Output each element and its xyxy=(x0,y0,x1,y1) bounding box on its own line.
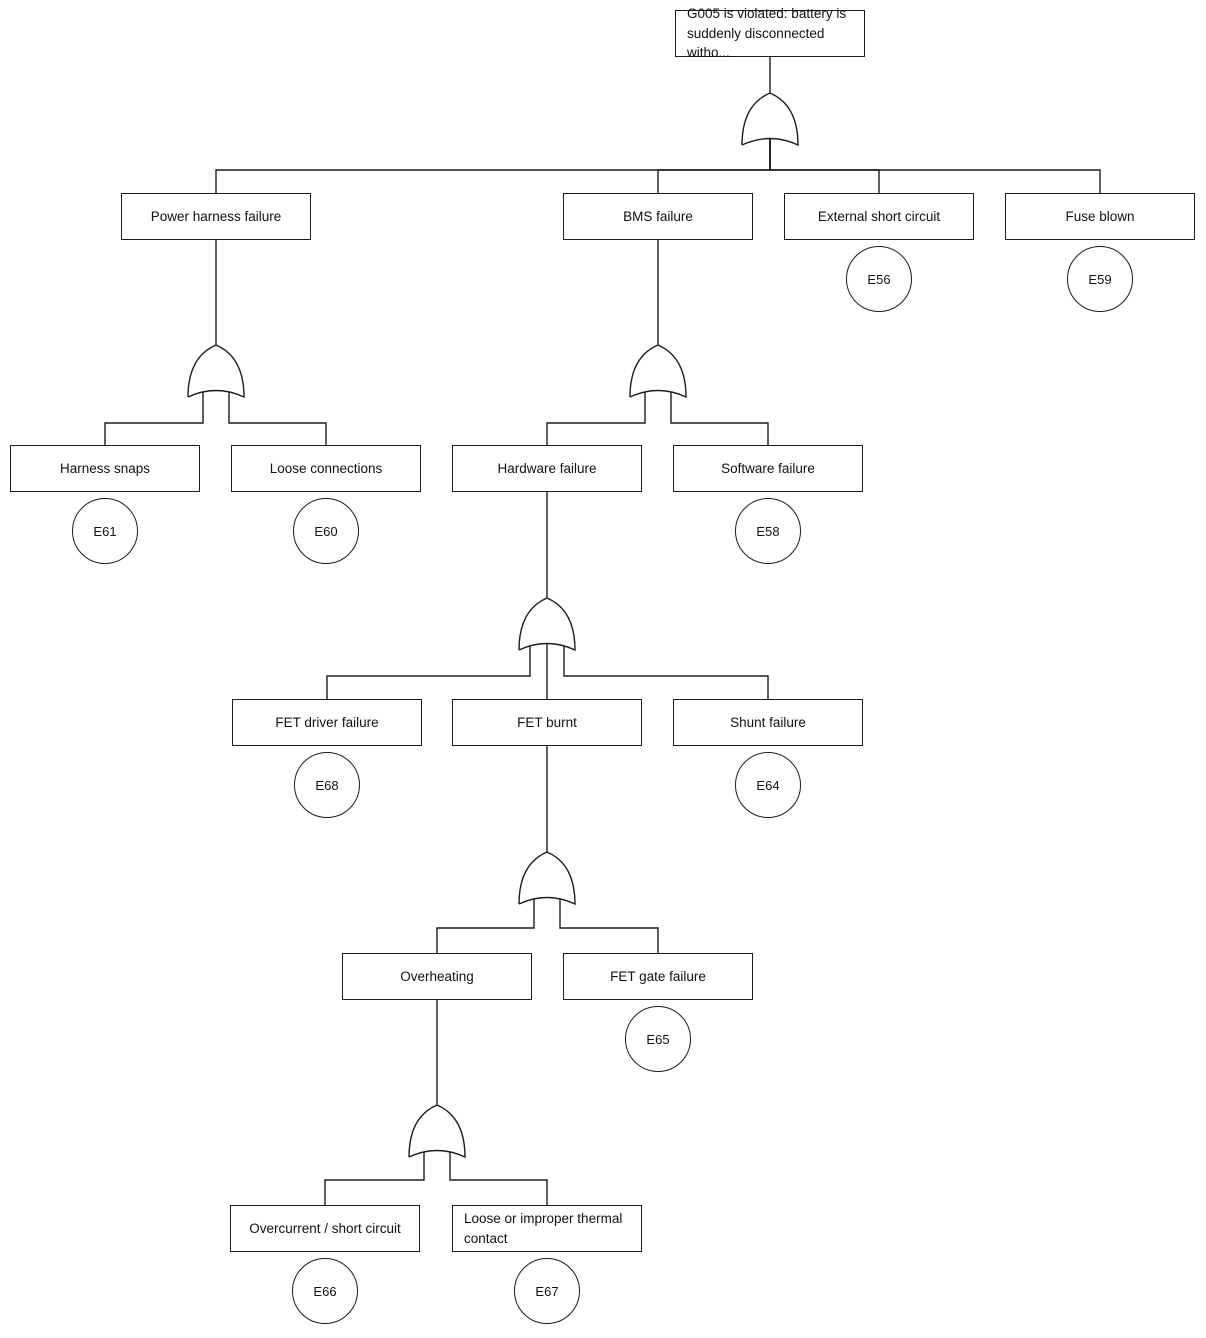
node-label: Power harness failure xyxy=(150,208,282,224)
node-label: Fuse blown xyxy=(1065,208,1135,224)
event-circle-E67: E67 xyxy=(514,1258,580,1324)
node-label: FET gate failure xyxy=(610,968,706,984)
event-circle-E64: E64 xyxy=(735,752,801,818)
event-circle-E60: E60 xyxy=(293,498,359,564)
node-label: BMS failure xyxy=(623,208,693,224)
node-ext-short: External short circuit xyxy=(784,193,974,240)
event-label: E58 xyxy=(756,523,780,539)
node-thermal: Loose or improper thermal contact xyxy=(452,1205,642,1252)
node-loose-conn: Loose connections xyxy=(231,445,421,492)
or-gate-bms xyxy=(629,344,687,399)
node-fuse: Fuse blown xyxy=(1005,193,1195,240)
event-label: E64 xyxy=(756,777,780,793)
connector-gate-to-child xyxy=(215,137,771,193)
event-label: E61 xyxy=(93,523,117,539)
event-circle-E56: E56 xyxy=(846,246,912,312)
node-label: G005 is violated: battery is suddenly di… xyxy=(687,6,847,61)
event-circle-E66: E66 xyxy=(292,1258,358,1324)
connector-gate-to-child xyxy=(563,642,769,699)
event-label: E65 xyxy=(646,1031,670,1047)
or-gate-power-harness xyxy=(187,344,245,399)
connector-gate-to-child xyxy=(324,1149,425,1205)
event-circle-E68: E68 xyxy=(294,752,360,818)
node-software: Software failure xyxy=(673,445,863,492)
node-label: Harness snaps xyxy=(59,460,151,476)
or-gate-overheating xyxy=(408,1104,466,1159)
node-label: Shunt failure xyxy=(730,714,806,730)
node-fet-burnt: FET burnt xyxy=(452,699,642,746)
node-harness-snaps: Harness snaps xyxy=(10,445,200,492)
node-label: Hardware failure xyxy=(497,460,597,476)
node-top: G005 is violated: battery is suddenly di… xyxy=(675,6,865,60)
node-shunt: Shunt failure xyxy=(673,699,863,746)
or-gate-top xyxy=(741,92,799,147)
node-label: Overheating xyxy=(400,968,474,984)
connector-gate-to-child xyxy=(670,389,769,445)
node-power-harness: Power harness failure xyxy=(121,193,311,240)
node-label: External short circuit xyxy=(817,208,941,224)
or-gate-fet-burnt xyxy=(518,851,576,906)
node-label: Loose connections xyxy=(269,460,383,476)
connector-gate-to-child xyxy=(559,896,659,953)
connector-gate-to-child xyxy=(769,137,880,193)
connector-gate-to-child xyxy=(449,1149,548,1205)
or-gate-hardware xyxy=(518,597,576,652)
event-circle-E61: E61 xyxy=(72,498,138,564)
node-label: FET burnt xyxy=(517,714,577,730)
connector-gate-to-child xyxy=(546,389,646,445)
event-label: E67 xyxy=(535,1283,559,1299)
node-label: FET driver failure xyxy=(275,714,379,730)
node-fet-driver: FET driver failure xyxy=(232,699,422,746)
node-hardware: Hardware failure xyxy=(452,445,642,492)
node-overcurrent: Overcurrent / short circuit xyxy=(230,1205,420,1252)
connector-gate-to-child xyxy=(769,137,1101,193)
node-label: Overcurrent / short circuit xyxy=(249,1220,401,1236)
connector-gate-to-child xyxy=(104,389,204,445)
event-label: E66 xyxy=(313,1283,337,1299)
node-fet-gate: FET gate failure xyxy=(563,953,753,1000)
node-bms: BMS failure xyxy=(563,193,753,240)
connector-gate-to-child xyxy=(657,137,771,193)
connector-gate-to-child xyxy=(436,896,535,953)
node-overheating: Overheating xyxy=(342,953,532,1000)
node-label: Software failure xyxy=(721,460,815,476)
connector-gate-to-child xyxy=(228,389,327,445)
event-label: E68 xyxy=(315,777,339,793)
connector-gate-to-child xyxy=(326,642,531,699)
event-circle-E65: E65 xyxy=(625,1006,691,1072)
event-label: E56 xyxy=(867,271,891,287)
event-circle-E58: E58 xyxy=(735,498,801,564)
event-label: E59 xyxy=(1088,271,1112,287)
event-label: E60 xyxy=(314,523,338,539)
node-label: Loose or improper thermal contact xyxy=(464,1210,623,1246)
event-circle-E59: E59 xyxy=(1067,246,1133,312)
